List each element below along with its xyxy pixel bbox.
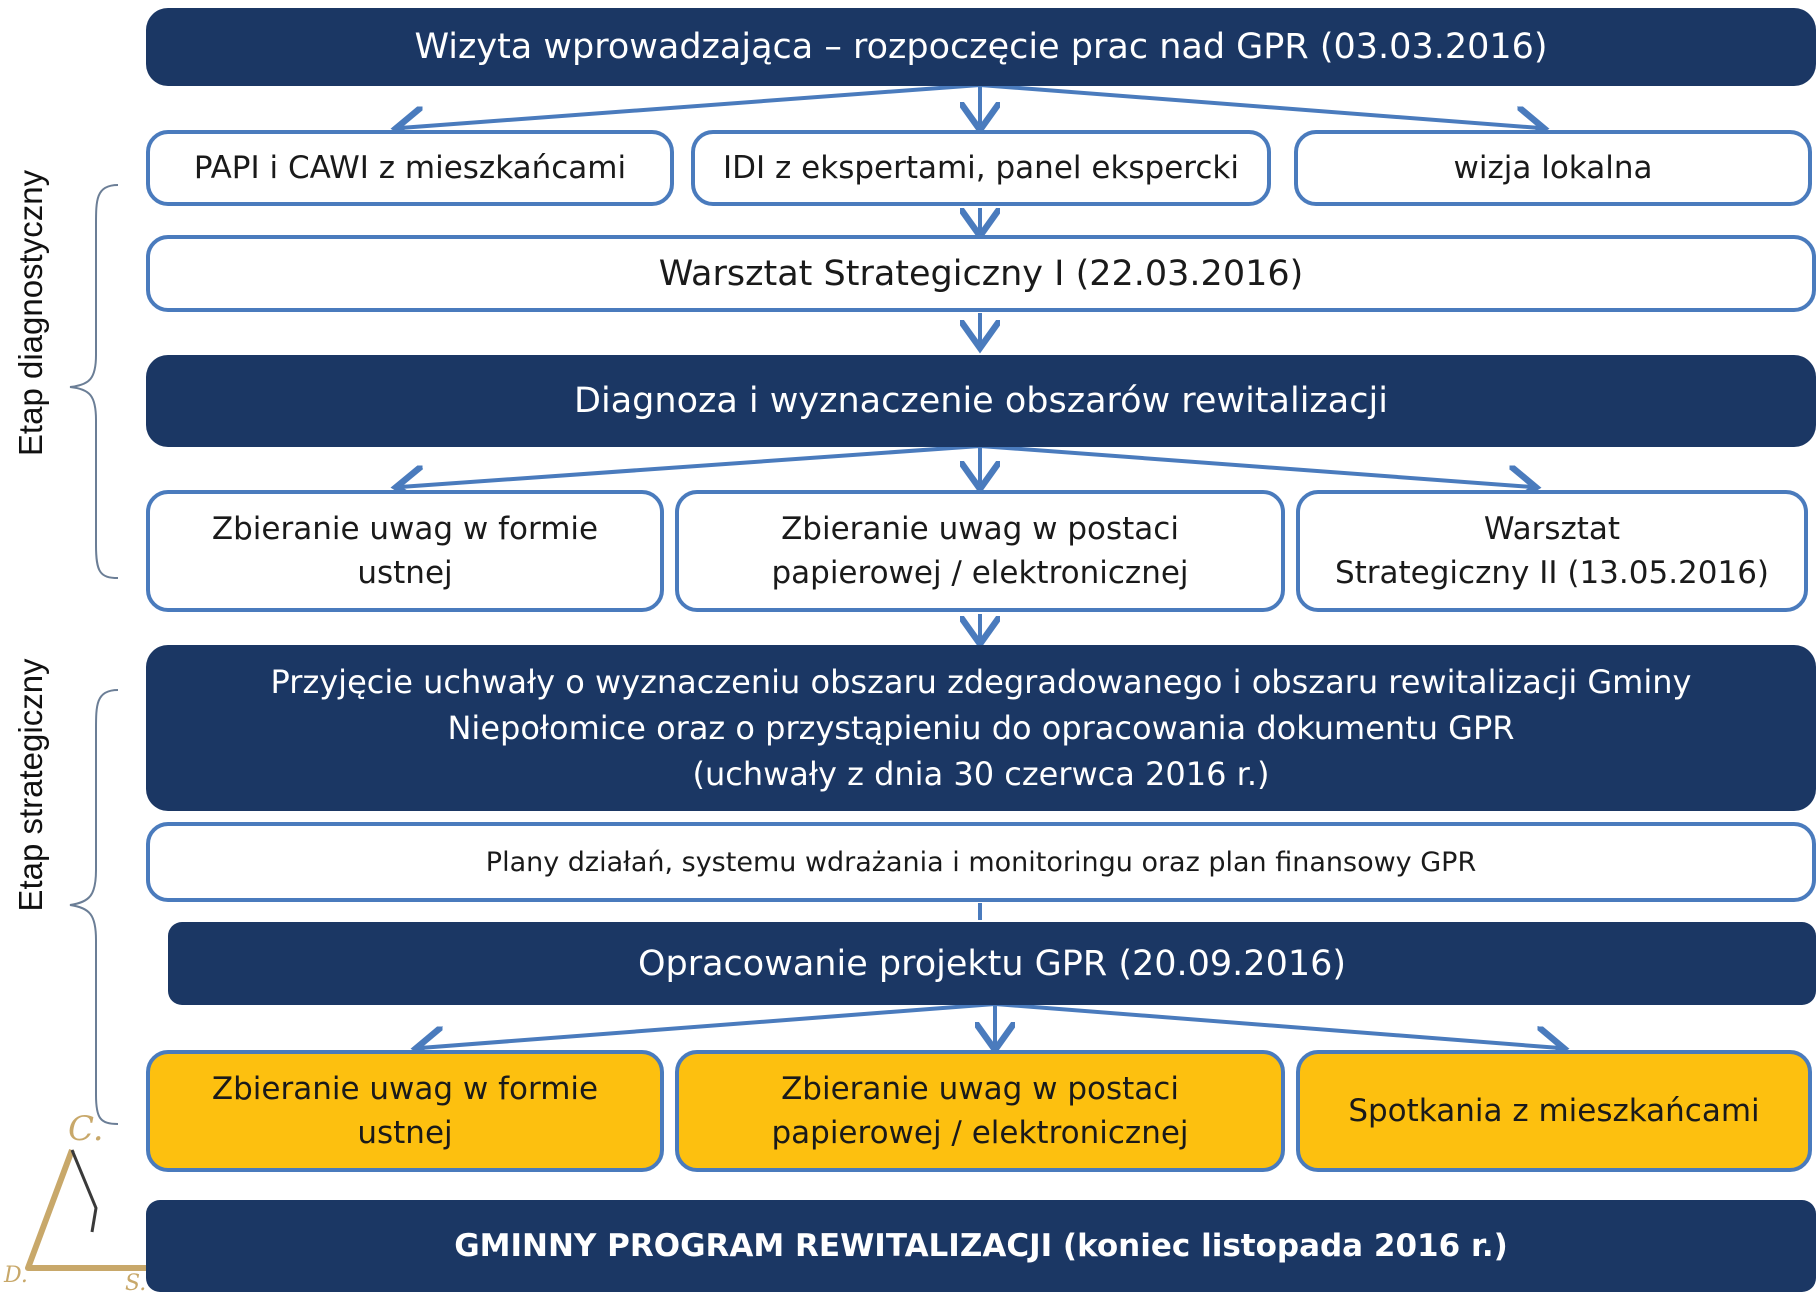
logo-letter-s: S. <box>125 1271 146 1296</box>
paper-comments-1-line1: Zbieranie uwag w postaci <box>781 511 1179 547</box>
bracket-strategic <box>69 689 119 1125</box>
diagnosis-label: Diagnoza i wyznaczenie obszarów rewitali… <box>574 381 1388 421</box>
logo-icon: C. D. S. <box>3 1109 150 1296</box>
paper-comments-2-box: Zbieranie uwag w postaci papierowej / el… <box>675 1050 1285 1172</box>
resident-meetings-label: Spotkania z mieszkańcami <box>1348 1093 1760 1129</box>
oral-comments-1-box: Zbieranie uwag w formie ustnej <box>146 490 664 612</box>
oral-comments-1-line2: ustnej <box>357 555 453 591</box>
workshop-1-box: Warsztat Strategiczny I (22.03.2016) <box>146 235 1816 312</box>
action-plans-label: Plany działań, systemu wdrażania i monit… <box>485 846 1477 878</box>
logo-letter-c: C. <box>68 1109 104 1149</box>
diagnosis-box: Diagnoza i wyznaczenie obszarów rewitali… <box>146 355 1816 447</box>
final-program-label: GMINNY PROGRAM REWITALIZACJI (koniec lis… <box>454 1228 1508 1264</box>
resolution-line1: Przyjęcie uchwały o wyznaczeniu obszaru … <box>270 663 1692 701</box>
paper-comments-1-box: Zbieranie uwag w postaci papierowej / el… <box>675 490 1285 612</box>
workshop-2-line1: Warsztat <box>1483 511 1621 547</box>
oral-comments-1-line1: Zbieranie uwag w formie <box>211 511 599 547</box>
workshop-2-line2: Strategiczny II (13.05.2016) <box>1334 555 1770 591</box>
draft-gpr-box: Opracowanie projektu GPR (20.09.2016) <box>168 922 1816 1005</box>
bracket-diagnostic <box>69 184 119 579</box>
paper-comments-1-line2: papierowej / elektronicznej <box>771 555 1189 591</box>
final-program-box: GMINNY PROGRAM REWITALIZACJI (koniec lis… <box>146 1200 1816 1292</box>
paper-comments-2-line2: papierowej / elektronicznej <box>771 1115 1189 1151</box>
idi-experts-box: IDI z ekspertami, panel ekspercki <box>691 130 1271 206</box>
resolution-line3: (uchwały z dnia 30 czerwca 2016 r.) <box>692 755 1270 793</box>
workshop-1-label: Warsztat Strategiczny I (22.03.2016) <box>658 253 1304 294</box>
action-plans-box: Plany działań, systemu wdrażania i monit… <box>146 822 1816 902</box>
stage-label-diagnostic: Etap diagnostyczny <box>12 169 49 457</box>
idi-experts-label: IDI z ekspertami, panel ekspercki <box>723 150 1239 186</box>
workshop-2-box: Warsztat Strategiczny II (13.05.2016) <box>1296 490 1808 612</box>
local-visit-label: wizja lokalna <box>1453 150 1653 186</box>
oral-comments-2-line2: ustnej <box>357 1115 453 1151</box>
draft-gpr-label: Opracowanie projektu GPR (20.09.2016) <box>637 943 1347 984</box>
paper-comments-2-line1: Zbieranie uwag w postaci <box>781 1071 1179 1107</box>
logo-letter-d: D. <box>3 1263 28 1288</box>
stage-label-strategic: Etap strategiczny <box>12 658 49 912</box>
intro-visit-label: Wizyta wprowadzająca – rozpoczęcie prac … <box>414 27 1548 67</box>
resident-meetings-box: Spotkania z mieszkańcami <box>1296 1050 1812 1172</box>
papi-cawi-box: PAPI i CAWI z mieszkańcami <box>146 130 674 206</box>
oral-comments-2-box: Zbieranie uwag w formie ustnej <box>146 1050 664 1172</box>
papi-cawi-label: PAPI i CAWI z mieszkańcami <box>193 150 627 186</box>
resolution-box: Przyjęcie uchwały o wyznaczeniu obszaru … <box>146 645 1816 811</box>
oral-comments-2-line1: Zbieranie uwag w formie <box>211 1071 599 1107</box>
intro-visit-box: Wizyta wprowadzająca – rozpoczęcie prac … <box>146 8 1816 86</box>
local-visit-box: wizja lokalna <box>1294 130 1812 206</box>
resolution-line2: Niepołomice oraz o przystąpieniu do opra… <box>447 709 1515 747</box>
